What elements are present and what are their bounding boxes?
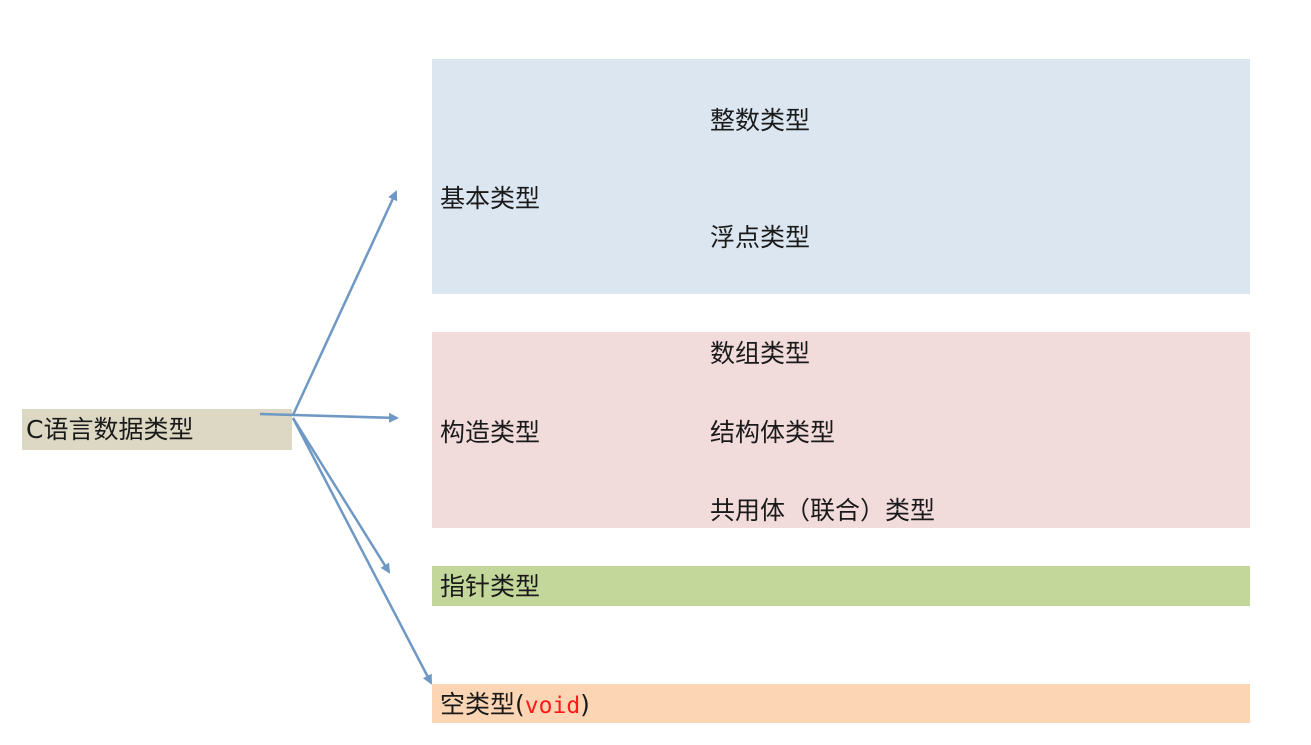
basic-type-band (432, 59, 1250, 294)
void-keyword: void (524, 693, 581, 719)
subtype-array: 数组类型 (710, 339, 811, 368)
arrow-to-constructed (259, 412, 399, 423)
void-open-paren: ( (515, 690, 525, 719)
subtype-union: 共用体（联合）类型 (710, 496, 936, 525)
category-void-label: 空类型(void) (440, 690, 590, 721)
arrow-to-void (291, 417, 433, 685)
root-node: C语言数据类型 (22, 409, 292, 450)
void-close-paren: ) (580, 690, 590, 719)
subtype-integer: 整数类型 (710, 106, 811, 135)
category-constructed-label: 构造类型 (440, 418, 541, 447)
category-pointer-label: 指针类型 (440, 572, 541, 601)
void-type-band (432, 684, 1250, 723)
subtype-struct: 结构体类型 (710, 418, 836, 447)
arrow-to-basic (291, 190, 398, 416)
void-label-text: 空类型 (440, 690, 516, 719)
pointer-type-band (432, 566, 1250, 606)
arrow-to-pointer (291, 417, 391, 574)
subtype-float: 浮点类型 (710, 223, 811, 252)
category-basic-label: 基本类型 (440, 184, 541, 213)
constructed-type-band (432, 332, 1250, 528)
